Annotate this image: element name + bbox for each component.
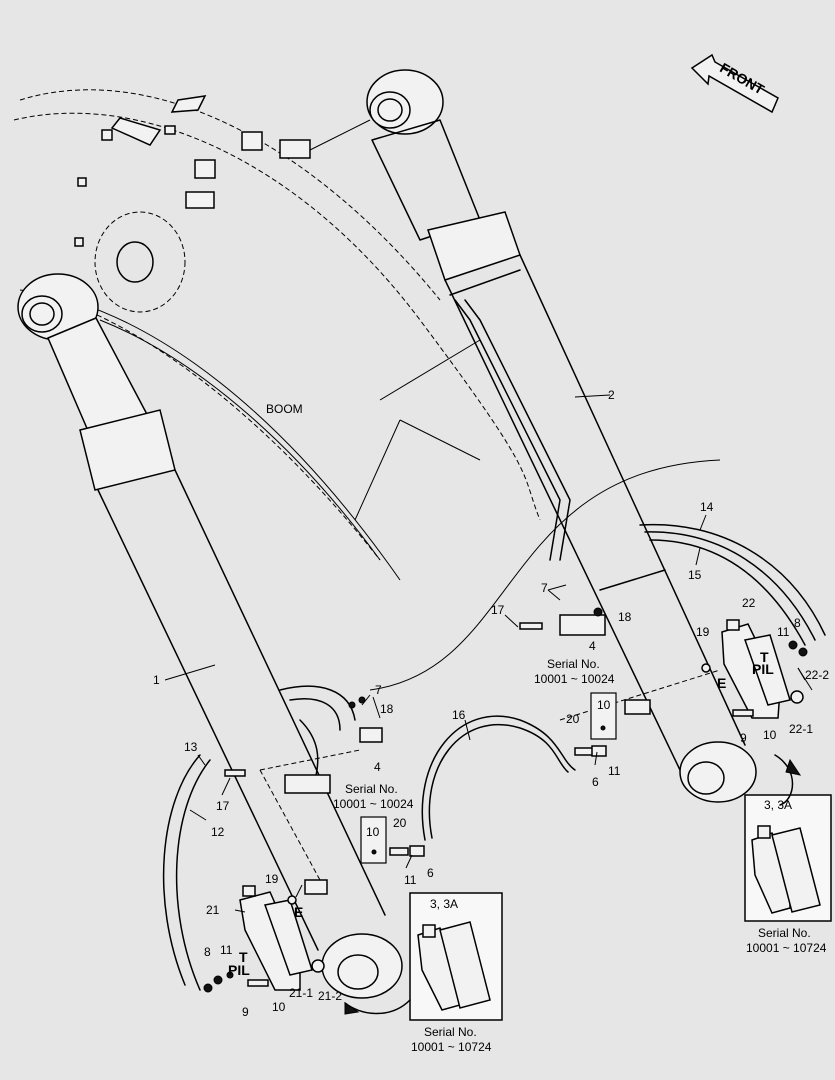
part-10b: 10 xyxy=(366,825,380,839)
part-11d: 11 xyxy=(220,943,233,957)
part-15: 15 xyxy=(688,568,702,582)
part-10a: 10 xyxy=(597,698,611,712)
part-11c: 11 xyxy=(777,625,790,639)
inset-3-right-label: 3, 3A xyxy=(764,798,792,812)
part-7a: 7 xyxy=(541,581,548,595)
part-21: 21 xyxy=(206,903,220,917)
hoses-left xyxy=(162,685,356,991)
part-17b: 17 xyxy=(216,799,230,813)
serial-label-b: Serial No. xyxy=(345,782,398,796)
part-10c: 10 xyxy=(763,728,777,742)
inset-3-left xyxy=(344,892,503,1021)
part-22: 22 xyxy=(742,596,756,610)
part-14: 14 xyxy=(700,500,714,514)
valve-block-21 xyxy=(203,885,325,993)
t-label-left: T xyxy=(239,949,248,965)
serial-label-a: Serial No. xyxy=(547,657,600,671)
part-21-1: 21-1 xyxy=(289,986,313,1000)
part-20b: 20 xyxy=(393,816,407,830)
part-6b: 6 xyxy=(427,866,434,880)
callout-labels: BOOM FRONT 1 2 14 15 16 13 12 17 17 7 7 … xyxy=(153,60,829,1054)
front-arrow-icon xyxy=(690,53,779,114)
part-19b: 19 xyxy=(265,872,279,886)
serial-d: 10001 ~ 10724 xyxy=(746,941,827,955)
t-label-right: T xyxy=(760,649,769,665)
boom-label: BOOM xyxy=(266,402,303,416)
valve-block-22 xyxy=(701,619,808,719)
part-4a: 4 xyxy=(589,639,596,653)
part-2: 2 xyxy=(608,388,615,402)
part-8a: 8 xyxy=(794,616,801,630)
part-18b: 18 xyxy=(380,702,394,716)
part-20a: 20 xyxy=(566,712,580,726)
serial-c: 10001 ~ 10724 xyxy=(411,1040,492,1054)
inset-10-right xyxy=(590,692,617,740)
part-17a: 17 xyxy=(491,603,505,617)
pil-label-right: PIL xyxy=(752,661,774,677)
part-16: 16 xyxy=(452,708,466,722)
leader-lines xyxy=(164,394,813,913)
part-10d: 10 xyxy=(272,1000,286,1014)
fittings xyxy=(224,607,651,895)
e-label-left: E xyxy=(294,904,303,920)
part-4b: 4 xyxy=(374,760,381,774)
serial-label-c: Serial No. xyxy=(424,1025,477,1039)
part-9b: 9 xyxy=(242,1005,249,1019)
part-7b: 7 xyxy=(375,683,382,697)
part-21-2: 21-2 xyxy=(318,989,342,1003)
part-12: 12 xyxy=(211,825,225,839)
part-22-2: 22-2 xyxy=(805,668,829,682)
serial-a: 10001 ~ 10024 xyxy=(534,672,615,686)
part-13: 13 xyxy=(184,740,198,754)
boom-brackets xyxy=(74,95,371,247)
e-label-right: E xyxy=(717,675,726,691)
hoses-right xyxy=(454,299,826,646)
cylinder-1 xyxy=(17,273,403,999)
part-8b: 8 xyxy=(204,945,211,959)
pil-label-left: PIL xyxy=(228,962,250,978)
part-9a: 9 xyxy=(740,731,747,745)
hose-16 xyxy=(421,715,576,841)
part-1: 1 xyxy=(153,673,160,687)
part-19a: 19 xyxy=(696,625,710,639)
inset-3-right xyxy=(744,754,832,922)
boom-outline xyxy=(13,89,721,691)
part-18a: 18 xyxy=(618,610,632,624)
inset-10-left xyxy=(360,816,387,864)
part-6a: 6 xyxy=(592,775,599,789)
cylinder-2 xyxy=(366,69,757,803)
serial-label-d: Serial No. xyxy=(758,926,811,940)
part-11b: 11 xyxy=(404,873,417,887)
part-22-1: 22-1 xyxy=(789,722,813,736)
inset-3-left-label: 3, 3A xyxy=(430,897,458,911)
serial-b: 10001 ~ 10024 xyxy=(333,797,414,811)
part-11a: 11 xyxy=(608,764,621,778)
